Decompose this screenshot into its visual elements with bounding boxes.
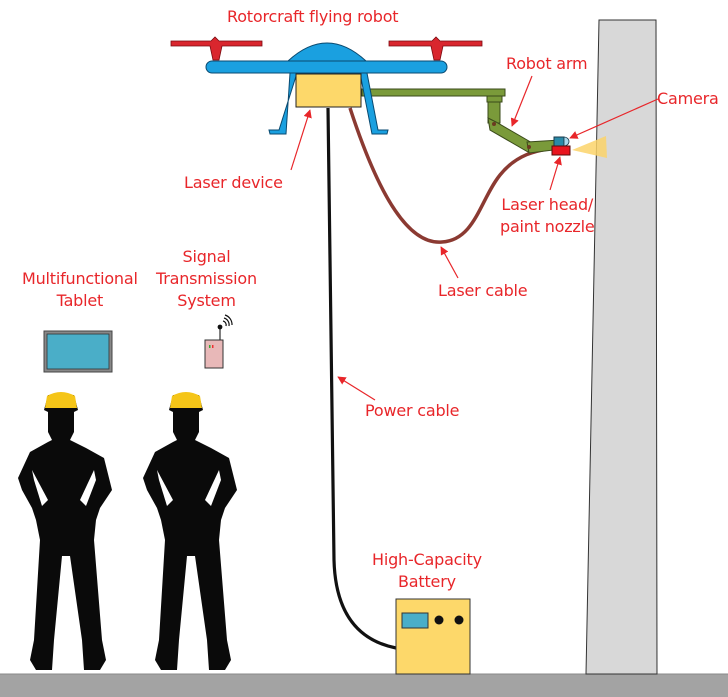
laser-head [551, 145, 571, 156]
worker-left [18, 392, 112, 670]
label-laser-head: Laser head/ paint nozzle [500, 194, 595, 238]
arrow-laser-head [549, 156, 562, 191]
label-rotorcraft-text: Rotorcraft flying robot [227, 7, 399, 26]
label-power-cable: Power cable [365, 400, 460, 422]
camera [553, 136, 570, 147]
robot-arm [361, 88, 563, 154]
propeller-left [170, 36, 263, 61]
label-signal: Signal Transmission System [156, 246, 257, 312]
label-tablet-line1: Multifunctional [22, 269, 138, 288]
ground [0, 674, 728, 697]
label-battery-line2: Battery [398, 572, 456, 591]
label-laser-cable: Laser cable [438, 280, 528, 302]
laser-device [295, 73, 362, 108]
signal-transmitter [204, 314, 233, 369]
arrow-power-cable [337, 376, 376, 401]
label-laser-head-line1: Laser head/ [501, 195, 594, 214]
label-robot-arm: Robot arm [506, 53, 588, 75]
label-battery: High-Capacity Battery [372, 549, 482, 593]
label-laser-head-line2: paint nozzle [500, 217, 595, 236]
label-laser-cable-text: Laser cable [438, 281, 528, 300]
spray-cone [572, 136, 607, 158]
arrow-laser-cable [440, 246, 459, 279]
label-laser-device: Laser device [184, 172, 283, 194]
battery [395, 598, 471, 675]
label-camera-text: Camera [657, 89, 719, 108]
laser-cable [348, 107, 559, 244]
label-signal-line1: Signal [182, 247, 231, 266]
arrow-camera [569, 98, 659, 139]
tablet [43, 330, 113, 373]
label-laser-device-text: Laser device [184, 173, 283, 192]
label-tablet-line2: Tablet [56, 291, 104, 310]
propeller-right [388, 36, 483, 61]
label-signal-line3: System [177, 291, 236, 310]
label-camera: Camera [657, 88, 719, 110]
label-power-cable-text: Power cable [365, 401, 460, 420]
label-tablet: Multifunctional Tablet [22, 268, 138, 312]
label-signal-line2: Transmission [156, 269, 257, 288]
label-rotorcraft: Rotorcraft flying robot [227, 6, 399, 28]
worker-right [143, 392, 237, 670]
label-robot-arm-text: Robot arm [506, 54, 588, 73]
label-battery-line1: High-Capacity [372, 550, 482, 569]
arrow-laser-device [290, 109, 312, 171]
rotorcraft-drone [170, 36, 483, 135]
power-cable [326, 107, 397, 650]
tower [585, 19, 658, 675]
arrow-robot-arm [510, 75, 533, 127]
